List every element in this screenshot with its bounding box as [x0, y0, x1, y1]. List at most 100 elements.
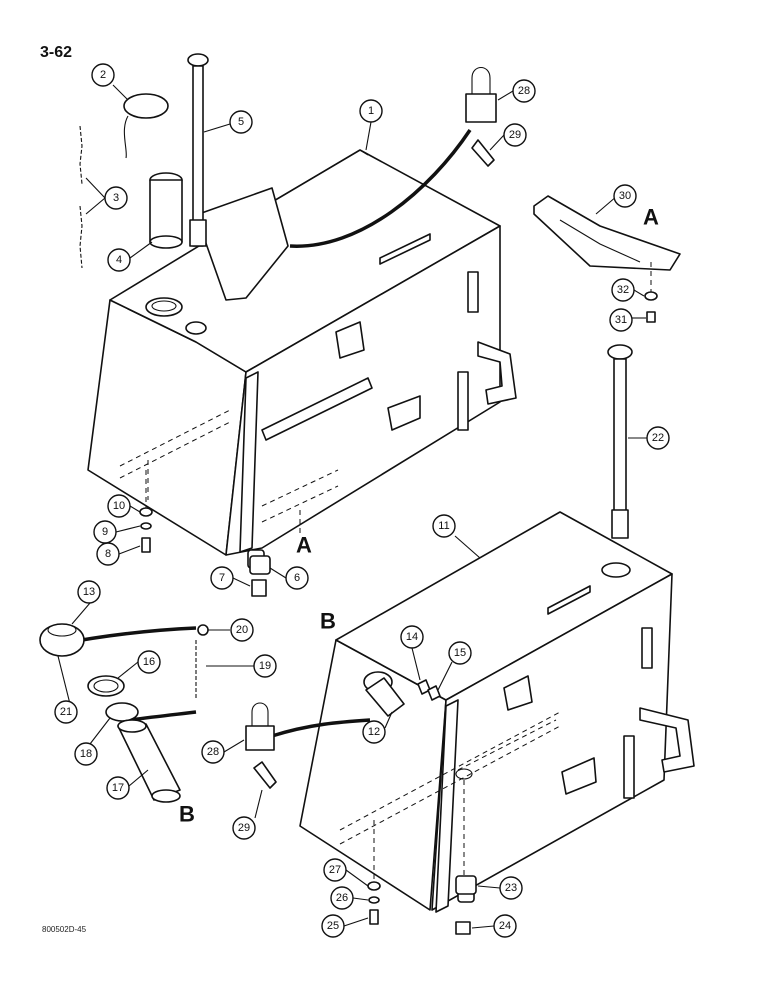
tank-lower — [299, 511, 695, 913]
svg-text:26: 26 — [336, 892, 348, 904]
svg-text:12: 12 — [368, 726, 380, 738]
svg-text:29: 29 — [509, 129, 521, 141]
callout-19: 19 — [253, 654, 277, 678]
callout-28-upper: 28 — [512, 79, 536, 103]
section-letter-a-tank: A — [296, 533, 312, 558]
washer-32 — [644, 291, 658, 301]
drain-plug-lower — [455, 875, 477, 895]
callout-9: 9 — [93, 520, 117, 544]
lockwasher-9 — [140, 522, 152, 530]
callout-11: 11 — [432, 514, 456, 538]
svg-text:32: 32 — [617, 284, 629, 296]
callout-26: 26 — [330, 886, 354, 910]
hose-18-to-19 — [129, 710, 197, 722]
section-letter-b-tube: B — [179, 802, 195, 827]
svg-text:9: 9 — [102, 526, 108, 538]
svg-text:14: 14 — [406, 631, 418, 643]
svg-text:28: 28 — [518, 85, 530, 97]
svg-text:1: 1 — [368, 105, 374, 117]
svg-text:8: 8 — [105, 548, 111, 560]
svg-text:19: 19 — [259, 660, 271, 672]
chain — [79, 125, 83, 269]
callout-29-upper: 29 — [503, 123, 527, 147]
svg-text:6: 6 — [294, 572, 300, 584]
bolt-31 — [646, 311, 656, 323]
callout-14: 14 — [400, 625, 424, 649]
callout-21: 21 — [54, 700, 78, 724]
callout-24: 24 — [493, 914, 517, 938]
callout-2: 2 — [91, 63, 115, 87]
filler-cap-lower — [39, 623, 85, 657]
washer-10 — [139, 507, 153, 517]
gauge-rod-lower — [607, 344, 633, 539]
drain-valve-upper — [251, 579, 267, 597]
callout-12: 12 — [362, 720, 386, 744]
svg-text:24: 24 — [499, 920, 511, 932]
svg-text:7: 7 — [219, 572, 225, 584]
callout-20: 20 — [230, 618, 254, 642]
support-bracket — [533, 195, 681, 271]
key-upper — [471, 139, 495, 167]
fuel-line-lower — [271, 718, 371, 738]
svg-text:28: 28 — [207, 746, 219, 758]
callout-1: 1 — [359, 99, 383, 123]
svg-text:31: 31 — [615, 314, 627, 326]
callout-32: 32 — [611, 278, 635, 302]
gasket-18 — [105, 702, 139, 722]
callout-23: 23 — [499, 876, 523, 900]
gasket-16 — [87, 675, 125, 697]
callout-13: 13 — [77, 580, 101, 604]
gauge-rod — [187, 53, 209, 247]
svg-text:11: 11 — [438, 520, 449, 532]
callout-18: 18 — [74, 742, 98, 766]
svg-text:13: 13 — [83, 586, 95, 598]
nut-15 — [427, 685, 441, 701]
fuel-line-upper — [289, 129, 472, 248]
svg-text:10: 10 — [113, 500, 125, 512]
svg-text:22: 22 — [652, 432, 664, 444]
svg-text:29: 29 — [238, 822, 250, 834]
section-letter-b-tank: B — [320, 609, 336, 634]
svg-text:18: 18 — [80, 748, 92, 760]
svg-text:16: 16 — [143, 656, 155, 668]
callout-4: 4 — [107, 248, 131, 272]
callout-6: 6 — [285, 566, 309, 590]
svg-text:20: 20 — [236, 624, 248, 636]
callout-22: 22 — [646, 426, 670, 450]
callout-3: 3 — [104, 186, 128, 210]
bolt-8 — [141, 537, 151, 553]
callout-10: 10 — [107, 494, 131, 518]
washer-27 — [367, 881, 381, 891]
callout-7: 7 — [210, 566, 234, 590]
svg-text:27: 27 — [329, 864, 341, 876]
svg-text:5: 5 — [238, 116, 244, 128]
svg-text:21: 21 — [60, 706, 72, 718]
callout-25: 25 — [321, 914, 345, 938]
svg-text:3: 3 — [113, 192, 119, 204]
callout-27: 27 — [323, 858, 347, 882]
callout-5: 5 — [229, 110, 253, 134]
padlock-lower — [245, 702, 275, 751]
callout-16: 16 — [137, 650, 161, 674]
strainer — [149, 172, 183, 249]
svg-text:17: 17 — [112, 782, 124, 794]
svg-text:4: 4 — [116, 254, 122, 266]
callout-29-lower: 29 — [232, 816, 256, 840]
fitting-20 — [197, 624, 209, 636]
callout-30: 30 — [613, 184, 637, 208]
page-number: 3-62 — [40, 44, 73, 61]
callout-17: 17 — [106, 776, 130, 800]
svg-text:25: 25 — [327, 920, 339, 932]
bolt-25 — [369, 909, 379, 925]
drain-valve-lower — [455, 921, 471, 935]
callout-31: 31 — [609, 308, 633, 332]
callout-28-lower: 28 — [201, 740, 225, 764]
filler-cap — [123, 93, 169, 159]
leader-lines — [57, 84, 652, 929]
svg-text:23: 23 — [505, 882, 517, 894]
lockwasher-26 — [368, 896, 380, 904]
drain-plug-upper — [249, 555, 271, 575]
svg-text:15: 15 — [454, 647, 466, 659]
drawing-code: 800502D-45 — [42, 925, 87, 934]
